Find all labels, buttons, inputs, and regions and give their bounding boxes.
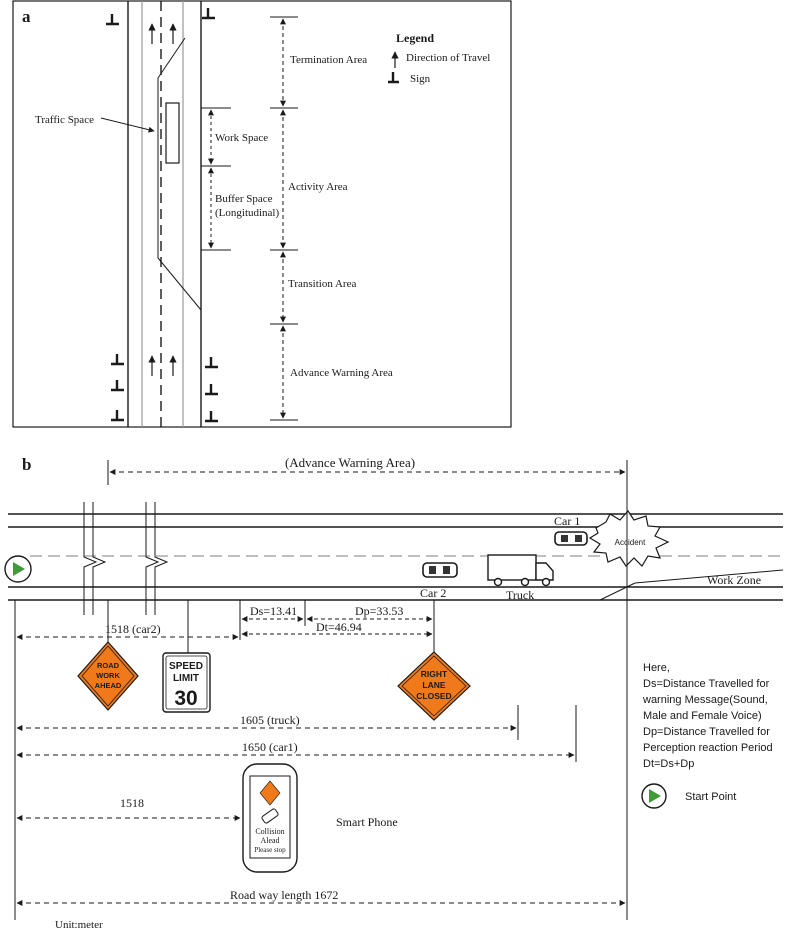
note-line-1: Ds=Distance Travelled for — [643, 678, 770, 690]
phone-message-line-2: Alead — [260, 836, 279, 845]
direction-arrows-a — [148, 23, 177, 376]
outer-dimension-a — [270, 16, 298, 421]
car1-distance-label: 1650 (car1) — [242, 740, 298, 754]
buffer-space-label-2: (Longitudinal) — [215, 207, 279, 219]
panel-a-label: a — [22, 7, 31, 26]
note-line-5: Perception reaction Period — [643, 742, 773, 754]
truck-icon — [487, 554, 554, 587]
car2-icon — [422, 562, 458, 578]
unit-label: Unit:meter — [55, 919, 103, 930]
speed-line-1: SPEED — [169, 661, 203, 672]
phone-message-line-1: Collision — [255, 827, 284, 836]
work-zone-label: Work Zone — [707, 573, 761, 587]
road-work-line-2: WORK — [96, 671, 120, 680]
inner-dimension-a — [201, 107, 231, 251]
legend-title: Legend — [396, 31, 434, 45]
accident-label: Accident — [615, 538, 646, 547]
advance-warning-title: (Advance Warning Area) — [285, 455, 415, 470]
right-lane-line-3: CLOSED — [416, 691, 451, 701]
car1-icon — [554, 531, 588, 546]
car1-label: Car 1 — [554, 514, 580, 528]
buffer-space-label-1: Buffer Space — [215, 193, 273, 205]
phone-message-line-3: Please stop — [254, 846, 286, 854]
panel-a: a — [12, 0, 512, 428]
speed-line-3: 30 — [174, 687, 197, 710]
road-work-line-3: AHEAD — [95, 681, 122, 690]
termination-area-label: Termination Area — [290, 54, 367, 66]
smart-phone-label: Smart Phone — [336, 815, 398, 829]
right-lane-line-2: LANE — [422, 680, 445, 690]
road-a — [127, 1, 202, 427]
work-space-box — [165, 102, 180, 164]
note-line-6: Dt=Ds+Dp — [643, 758, 694, 770]
phone-distance-label: 1518 — [120, 796, 144, 810]
ds-label: Ds=13.41 — [250, 604, 297, 618]
truck-distance-label: 1605 (truck) — [240, 713, 300, 727]
definition-notes: Here, Ds=Distance Travelled for warning … — [642, 662, 773, 770]
note-line-3: Male and Female Voice) — [643, 710, 762, 722]
reference-lines — [14, 485, 628, 920]
start-point-play-icon — [13, 562, 25, 576]
speed-limit-sign: SPEED LIMIT 30 — [162, 652, 211, 713]
car2-label: Car 2 — [420, 586, 446, 600]
start-point-legend-play-icon — [649, 789, 661, 803]
car2-distance-label: 1518 (car2) — [105, 622, 161, 636]
legend-direction-label: Direction of Travel — [406, 52, 490, 64]
traffic-space-label: Traffic Space — [35, 114, 94, 126]
transition-area-label: Transition Area — [288, 278, 356, 290]
sign-symbols-a — [106, 8, 218, 423]
activity-area-label: Activity Area — [288, 181, 348, 193]
accident-icon — [588, 510, 670, 567]
truck-label: Truck — [506, 588, 534, 602]
right-lane-closed-sign: RIGHT LANE CLOSED — [397, 651, 471, 721]
start-point-label: Start Point — [685, 791, 736, 803]
dt-label: Dt=46.94 — [316, 620, 362, 634]
right-lane-line-1: RIGHT — [421, 669, 448, 679]
panel-b: b (Advance Warning Area) — [4, 455, 784, 930]
road-b — [8, 513, 784, 601]
roadway-length-label: Road way length 1672 — [230, 888, 338, 902]
road-work-line-1: ROAD — [97, 661, 120, 670]
note-line-4: Dp=Distance Travelled for — [643, 726, 770, 738]
dp-label: Dp=33.53 — [355, 604, 403, 618]
note-line-2: warning Message(Sound, — [642, 694, 768, 706]
advance-warning-area-label: Advance Warning Area — [290, 367, 393, 379]
smart-phone-icon: Collision Alead Please stop — [242, 763, 298, 873]
legend-sign-label: Sign — [410, 73, 431, 85]
panel-b-label: b — [22, 455, 31, 474]
panel-a-frame — [12, 0, 512, 428]
work-space-label: Work Space — [215, 132, 268, 144]
note-line-0: Here, — [643, 662, 670, 674]
legend-a: Legend Direction of Travel Sign — [388, 31, 490, 85]
speed-line-2: LIMIT — [173, 673, 199, 684]
road-work-ahead-sign: ROAD WORK AHEAD — [77, 641, 139, 711]
traffic-space-pointer — [100, 117, 155, 133]
road-break-marks — [83, 502, 169, 615]
legend-sign-icon — [388, 72, 399, 84]
